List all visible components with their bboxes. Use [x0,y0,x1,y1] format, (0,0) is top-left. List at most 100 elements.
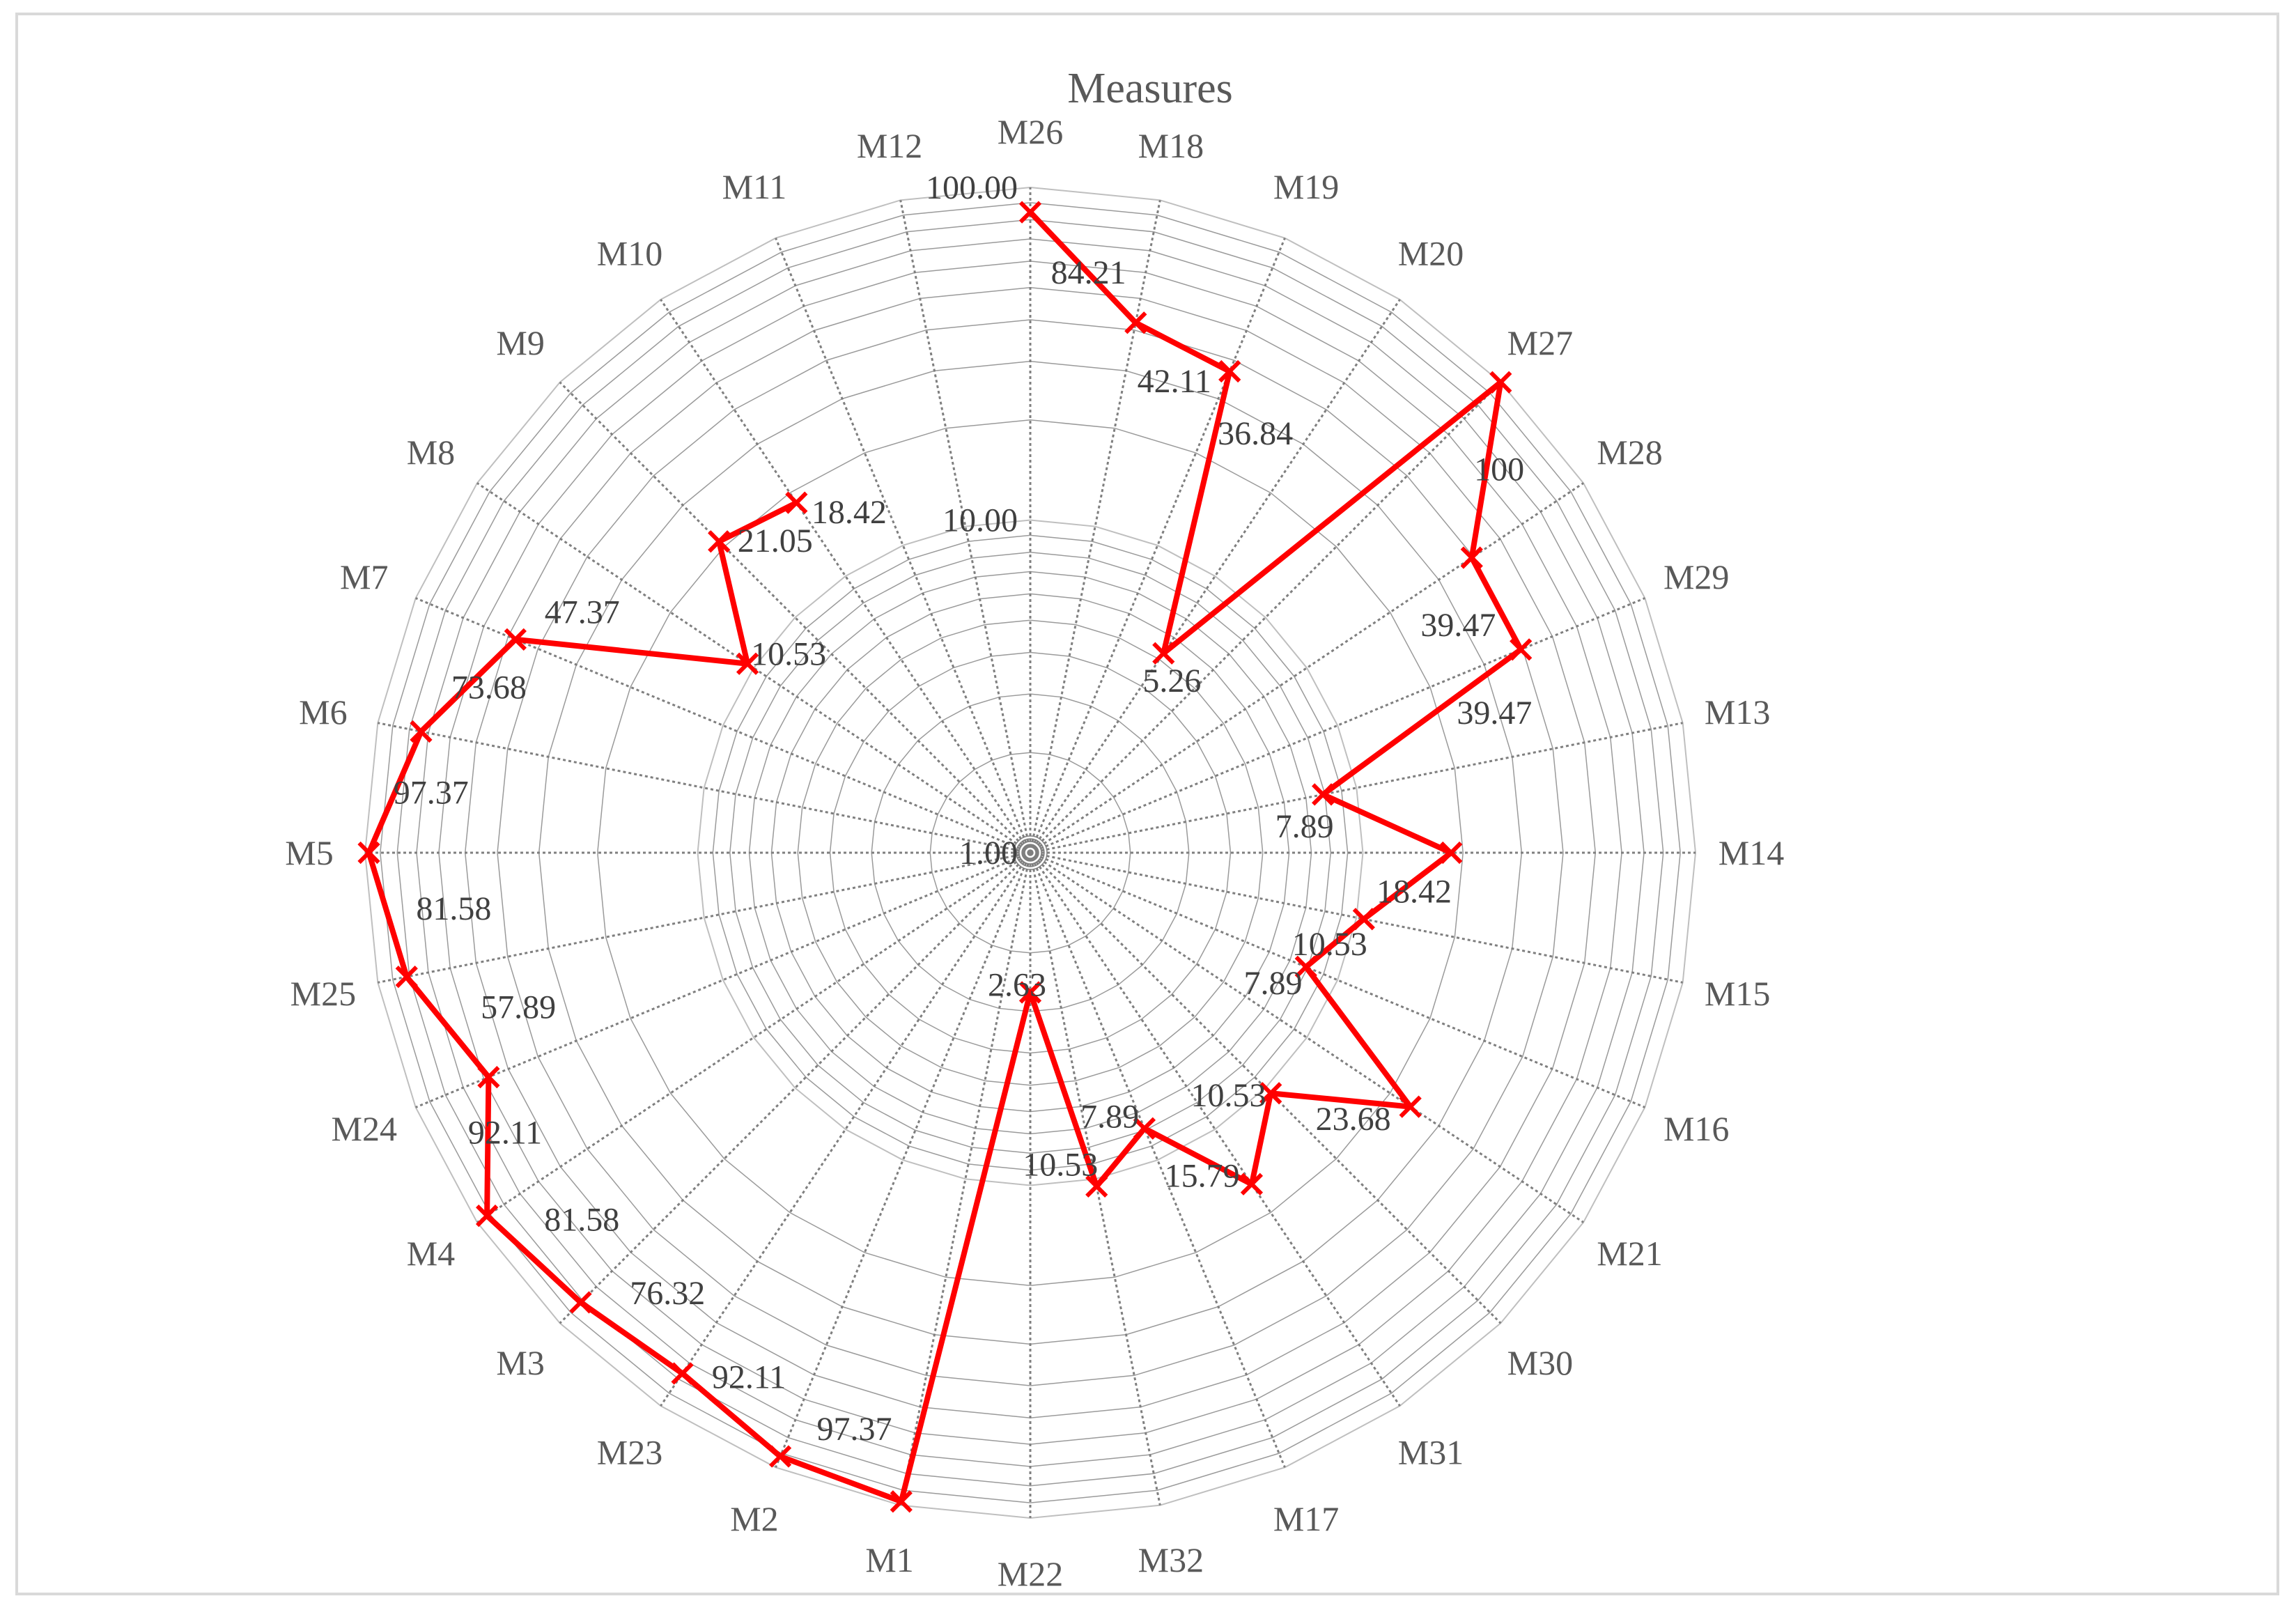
category-label: M30 [1507,1343,1573,1382]
data-point [1085,1175,1108,1198]
category-label: M2 [730,1499,778,1538]
data-label: 100 [1474,451,1524,488]
grid-ring [597,419,1464,1286]
data-point [569,1291,592,1314]
data-label: 21.05 [738,523,813,559]
series-layer [357,201,1533,1513]
radial-axis [559,381,1032,854]
data-label: 42.11 [1138,363,1211,400]
category-label: M22 [998,1554,1063,1593]
category-label: M12 [857,126,922,165]
radial-axis [1029,852,1161,1505]
grid-ring [380,202,1681,1503]
data-point [395,965,418,989]
data-label: 97.37 [394,775,469,812]
radial-axis [1030,851,1584,1223]
data-label: 36.84 [1218,415,1293,452]
data-label: 92.11 [712,1359,786,1396]
data-point [785,491,808,514]
category-label: M27 [1507,323,1573,362]
category-label: M10 [597,233,662,272]
data-label: 7.89 [1243,965,1302,1002]
radial-axis [660,299,1032,853]
grid-ring [729,552,1331,1154]
radial-axis [1030,851,1645,1108]
data-point [1133,1117,1156,1140]
data-point [1489,371,1512,394]
category-label: M15 [1705,974,1770,1013]
data-label: 5.26 [1142,663,1201,699]
data-point [475,1204,499,1228]
data-point [1152,642,1175,665]
category-label: M18 [1138,126,1204,165]
radial-axis [775,852,1032,1468]
data-label: 7.89 [1275,808,1334,845]
category-label: M11 [722,167,787,206]
data-point [1018,981,1042,1004]
radial-axis [1029,200,1161,853]
category-label: M29 [1663,557,1729,596]
data-point [410,720,433,743]
radial-axes [365,187,1696,1518]
data-point [736,652,759,675]
data-label: 2.63 [988,967,1046,1004]
data-point [1311,783,1335,806]
data-point [1352,908,1375,931]
data-point [890,1490,913,1513]
grid-ring [797,619,1264,1086]
radial-axis [476,851,1031,1223]
category-label: M31 [1398,1433,1464,1472]
category-label: M9 [496,323,544,362]
radial-axis [1030,851,1683,984]
data-label: 57.89 [481,989,556,1025]
radial-axis [1029,381,1502,854]
category-label: M25 [290,974,356,1013]
radial-axis [1029,238,1286,853]
category-label: M4 [407,1234,455,1273]
data-label: 92.11 [468,1114,542,1151]
grid-ring [396,219,1664,1487]
radial-axis [415,851,1031,1108]
radial-axis [1030,597,1645,854]
radial-axis [378,722,1031,854]
radial-axis [378,851,1031,984]
radial-axis [559,851,1032,1324]
radial-axis [775,238,1032,853]
category-label: M32 [1138,1540,1204,1579]
data-label: 47.37 [545,594,620,631]
data-point [1240,1172,1264,1195]
data-label: 10.53 [751,635,826,672]
data-point [1460,546,1483,569]
data-label: 15.79 [1165,1157,1240,1194]
category-label: M1 [865,1540,913,1579]
category-label: M13 [1705,692,1770,732]
data-label: 81.58 [544,1201,619,1238]
data-label: 39.47 [1420,607,1496,644]
data-point [1218,359,1241,383]
category-label: M6 [299,692,347,732]
data-label: 18.42 [1376,873,1452,910]
data-label: 10.53 [1190,1077,1266,1114]
tick-label: 100.00 [926,169,1018,206]
radial-axis [1029,852,1286,1468]
radial-axis [1030,482,1584,854]
data-label: 39.47 [1457,695,1532,732]
category-label: M26 [998,112,1063,151]
data-label: 76.32 [630,1275,705,1312]
chart-title: Measures [1067,65,1233,112]
category-label: M24 [332,1109,397,1148]
data-label: 73.68 [451,669,527,706]
category-label: M14 [1719,833,1784,872]
data-label: 10.53 [1023,1146,1098,1183]
data-point [1018,201,1042,224]
category-label: M7 [340,557,388,596]
category-label: M17 [1273,1499,1339,1538]
grid-ring [829,651,1232,1054]
series-line [366,210,1524,1505]
grid-ring [712,534,1349,1171]
category-label: M19 [1273,167,1339,206]
radial-axis [476,482,1031,854]
